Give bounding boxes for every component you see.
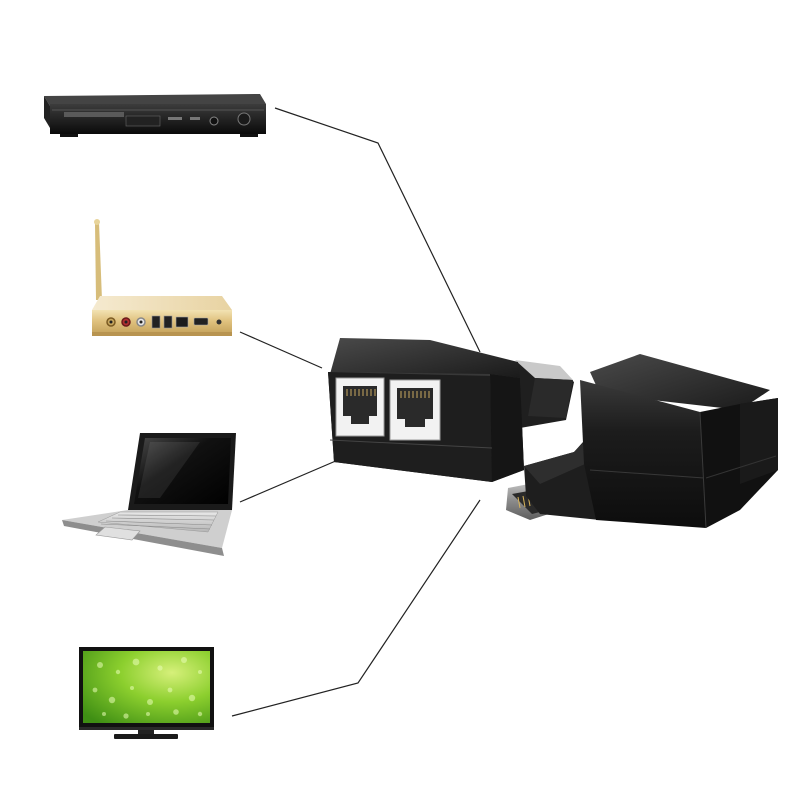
blu-ray-player [44, 94, 266, 137]
rj45-port-2 [389, 379, 441, 441]
android-tv-box [92, 219, 232, 336]
line-player [274, 107, 481, 353]
connector-lines [231, 107, 481, 717]
dual-rj45-to-hdmi-adapter [328, 338, 574, 482]
line-laptop [239, 459, 339, 503]
line-tv [231, 499, 481, 717]
line-tvbox [239, 331, 323, 369]
hdmi-to-rj45-adapter [506, 354, 778, 529]
laptop [62, 433, 236, 556]
tv-monitor [79, 647, 214, 739]
rj45-port-1 [335, 377, 385, 437]
